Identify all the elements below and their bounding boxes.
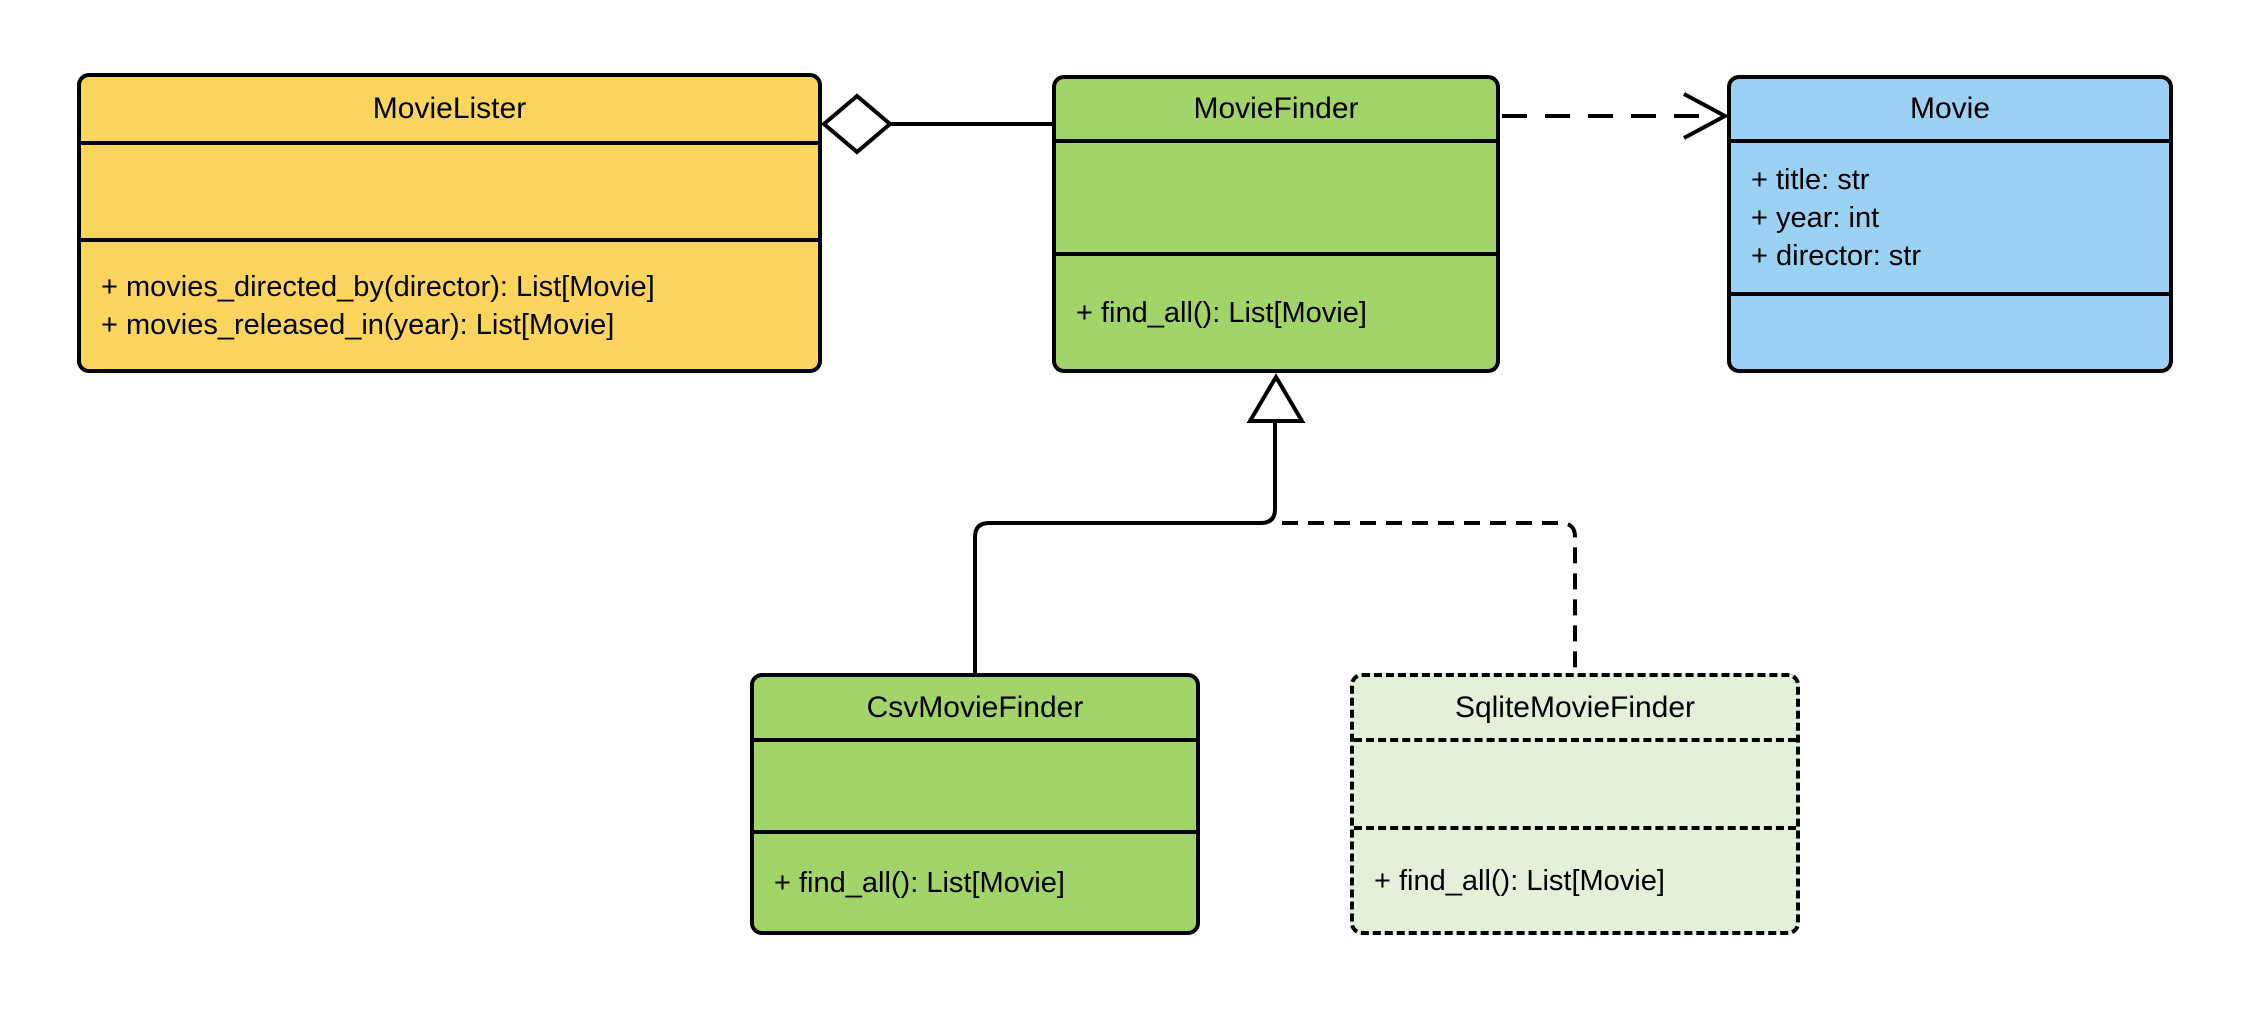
generalization-dashed-line[interactable]	[1282, 521, 1577, 676]
class-csvmoviefinder[interactable]: CsvMovieFinder + find_all(): List[Movie]	[750, 673, 1200, 935]
generalization-dashed-connector[interactable]	[1282, 521, 1577, 676]
class-title: Movie	[1731, 79, 2169, 143]
method-entry: + find_all(): List[Movie]	[774, 866, 1065, 899]
class-title: MovieLister	[81, 77, 818, 145]
class-title: CsvMovieFinder	[754, 677, 1196, 742]
open-arrowhead-marker[interactable]	[1683, 92, 1730, 140]
generalization-solid-connector[interactable]	[973, 373, 1306, 676]
attribute-entry: + title: str	[1751, 163, 1870, 196]
class-movielister[interactable]: MovieLister + movies_directed_by(directo…	[77, 73, 822, 373]
methods-compartment: + movies_directed_by(director): List[Mov…	[81, 242, 818, 369]
attributes-compartment	[1354, 742, 1796, 830]
methods-compartment: + find_all(): List[Movie]	[754, 834, 1196, 931]
aggregation-connector[interactable]	[820, 93, 1056, 155]
class-moviefinder[interactable]: MovieFinder + find_all(): List[Movie]	[1052, 75, 1500, 373]
methods-compartment: + find_all(): List[Movie]	[1354, 830, 1796, 931]
dependency-connector[interactable]	[1502, 92, 1730, 140]
attribute-entry: + year: int	[1751, 201, 1880, 234]
hollow-diamond-marker[interactable]	[820, 93, 894, 155]
class-title: SqliteMovieFinder	[1354, 677, 1796, 742]
attributes-compartment: + title: str + year: int + director: str	[1731, 143, 2169, 296]
class-movie[interactable]: Movie + title: str + year: int + directo…	[1727, 75, 2173, 373]
attribute-entry: + director: str	[1751, 239, 1922, 272]
attributes-compartment	[81, 145, 818, 242]
methods-compartment: + find_all(): List[Movie]	[1056, 256, 1496, 369]
generalization-solid-line[interactable]	[973, 423, 1277, 676]
methods-compartment	[1731, 296, 2169, 369]
hollow-triangle-marker[interactable]	[1246, 373, 1306, 423]
attributes-compartment	[1056, 143, 1496, 256]
class-title: MovieFinder	[1056, 79, 1496, 143]
attributes-compartment	[754, 742, 1196, 834]
method-entry: + movies_released_in(year): List[Movie]	[101, 308, 615, 341]
class-sqlitemoviefinder[interactable]: SqliteMovieFinder + find_all(): List[Mov…	[1350, 673, 1800, 935]
method-entry: + movies_directed_by(director): List[Mov…	[101, 270, 655, 303]
method-entry: + find_all(): List[Movie]	[1374, 864, 1665, 897]
method-entry: + find_all(): List[Movie]	[1076, 296, 1367, 329]
